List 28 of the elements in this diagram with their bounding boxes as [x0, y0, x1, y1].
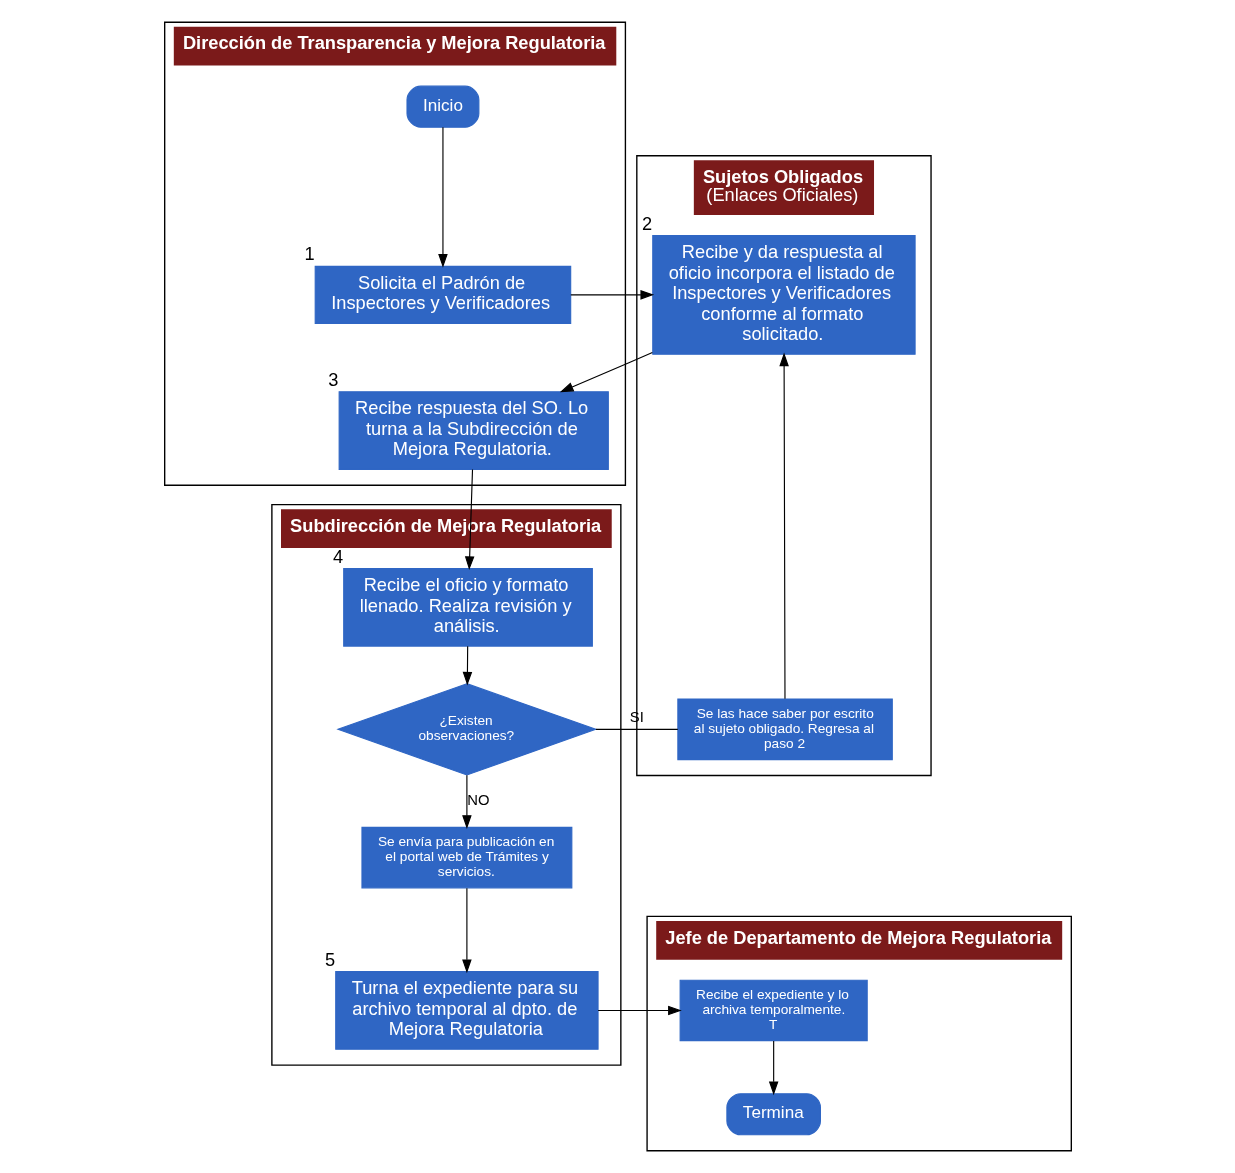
node-box: Recibe el expediente y lo archiva temporalmente. T: [679, 979, 868, 1042]
arrow: [768, 1040, 778, 1096]
arrow: [597, 1005, 682, 1016]
node-box: Recibe y da respuesta al oficio incorpora el listado de Inspectores y Verificadores conforme al formato solicitado.: [651, 234, 916, 355]
node-diamond: ¿Existen observaciones?: [335, 683, 597, 776]
node-label: 5: [324, 948, 335, 970]
arrow: [461, 774, 472, 829]
arrow: [778, 352, 789, 700]
node-box: Turna el expediente para su archivo temporal al dpto. de Mejora Regulatoria: [334, 971, 599, 1050]
connector: [594, 728, 678, 730]
node-label: 2: [641, 212, 652, 234]
node-box: Inicio: [405, 85, 479, 128]
arrow: [462, 645, 472, 686]
arrow: [559, 352, 653, 393]
node-box: Termina: [725, 1093, 821, 1136]
arrow: [569, 290, 654, 300]
node-label: 3: [327, 368, 339, 390]
node-box: Se las hace saber por escrito al sujeto obligado. Regresa al paso 2: [676, 698, 893, 761]
node-label: 4: [332, 545, 343, 567]
arrow: [437, 126, 448, 268]
edge-label: NO: [466, 792, 489, 809]
arrow: [461, 887, 472, 974]
node-label: 1: [303, 243, 315, 265]
node-box: Solicita el Padrón de Inspectores y Verificadores: [314, 265, 571, 324]
node-box: Recibe respuesta del SO. Lo turna a la Subdirección de Mejora Regulatoria.: [338, 391, 609, 470]
node-box: Recibe el oficio y formato llenado. Realiza revisión y análisis.: [342, 567, 593, 647]
node-box: Se envía para publicación en el portal web de Trámites y servicios.: [360, 826, 572, 889]
arrow: [464, 469, 474, 571]
